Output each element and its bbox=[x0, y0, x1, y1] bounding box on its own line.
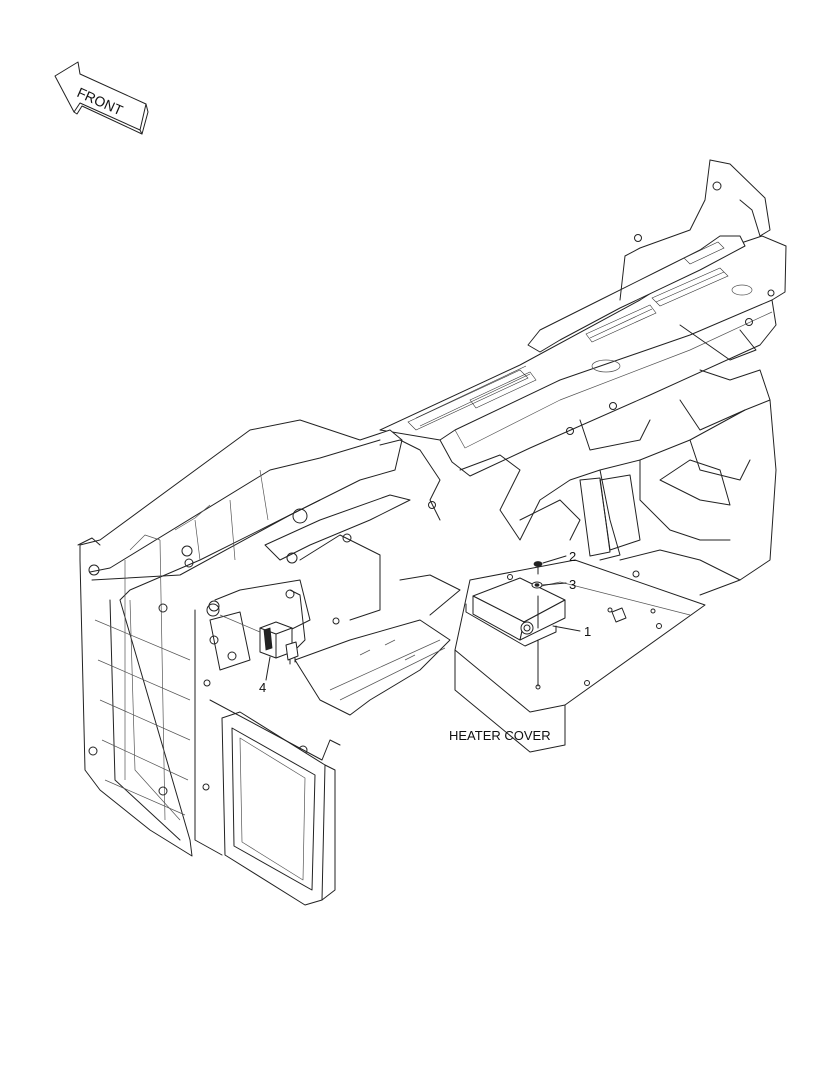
part-2-screw bbox=[533, 561, 543, 575]
dashboard-upper-panel bbox=[379, 159, 787, 509]
section-label: HEATER COVER bbox=[449, 728, 551, 743]
lower-duct-outlet bbox=[194, 609, 341, 906]
left-side-panel bbox=[77, 419, 441, 857]
callout-2: 2 bbox=[569, 549, 576, 564]
part-1-control-module bbox=[465, 577, 566, 690]
part-4-switch bbox=[219, 614, 299, 665]
callout-3: 3 bbox=[569, 577, 576, 592]
callout-leaders bbox=[265, 555, 581, 681]
center-brackets bbox=[202, 494, 461, 791]
part-3-washer bbox=[531, 581, 543, 589]
callout-1: 1 bbox=[584, 624, 591, 639]
callout-4: 4 bbox=[259, 680, 266, 695]
front-direction-arrow-icon: FRONT bbox=[54, 61, 149, 135]
